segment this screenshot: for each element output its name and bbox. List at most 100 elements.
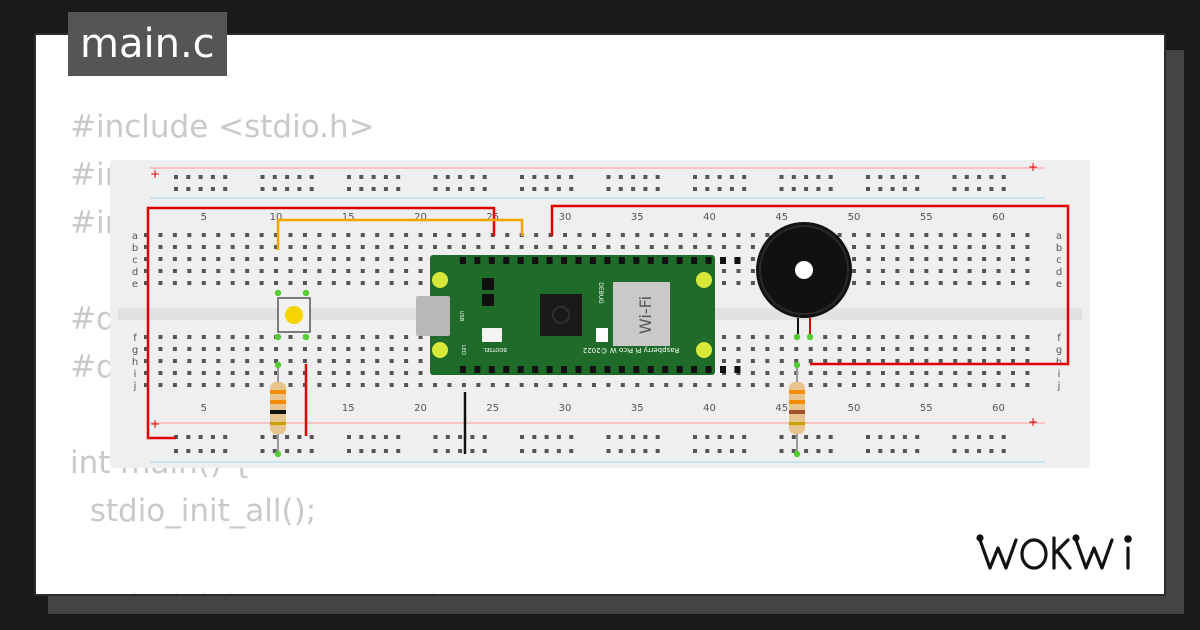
rail-hole[interactable]: [890, 187, 895, 191]
breadboard-hole[interactable]: [924, 269, 929, 273]
rail-hole[interactable]: [186, 449, 191, 453]
rail-hole[interactable]: [804, 449, 809, 453]
raspberry-pi-pico-w[interactable]: Wi-Fi Raspberry Pi Pico W ©2022 DEBUG BO…: [416, 255, 741, 375]
rail-hole[interactable]: [260, 435, 265, 439]
breadboard-hole[interactable]: [693, 245, 698, 249]
breadboard-hole[interactable]: [707, 383, 712, 387]
breadboard-hole[interactable]: [331, 245, 336, 249]
breadboard-hole[interactable]: [404, 281, 409, 285]
breadboard-hole[interactable]: [866, 269, 871, 273]
breadboard-hole[interactable]: [837, 347, 842, 351]
breadboard-hole[interactable]: [447, 245, 452, 249]
breadboard-hole[interactable]: [938, 371, 943, 375]
rail-hole[interactable]: [309, 449, 314, 453]
rail-hole[interactable]: [347, 435, 351, 439]
rail-hole[interactable]: [482, 449, 487, 453]
breadboard-hole[interactable]: [794, 359, 799, 363]
breadboard-hole[interactable]: [172, 335, 177, 339]
breadboard-hole[interactable]: [404, 245, 409, 249]
breadboard-hole[interactable]: [577, 383, 582, 387]
breadboard-hole[interactable]: [288, 269, 293, 273]
breadboard-hole[interactable]: [201, 335, 206, 339]
breadboard-hole[interactable]: [880, 371, 885, 375]
breadboard-hole[interactable]: [823, 383, 828, 387]
rail-hole[interactable]: [1001, 187, 1006, 191]
breadboard-hole[interactable]: [620, 233, 625, 237]
breadboard-hole[interactable]: [765, 233, 770, 237]
breadboard-hole[interactable]: [938, 281, 943, 285]
rail-hole[interactable]: [729, 435, 734, 439]
breadboard-hole[interactable]: [895, 359, 900, 363]
breadboard-hole[interactable]: [895, 257, 900, 261]
rail-hole[interactable]: [779, 435, 784, 439]
breadboard-hole[interactable]: [418, 359, 423, 363]
breadboard-hole[interactable]: [360, 245, 365, 249]
rail-hole[interactable]: [989, 449, 994, 453]
rail-hole[interactable]: [532, 187, 537, 191]
rail-hole[interactable]: [816, 187, 821, 191]
breadboard-hole[interactable]: [375, 383, 380, 387]
breadboard-hole[interactable]: [823, 371, 828, 375]
breadboard-hole[interactable]: [447, 383, 452, 387]
breadboard-hole[interactable]: [317, 347, 322, 351]
breadboard-hole[interactable]: [418, 335, 423, 339]
breadboard-hole[interactable]: [331, 371, 336, 375]
breadboard-hole[interactable]: [895, 371, 900, 375]
rail-hole[interactable]: [285, 187, 290, 191]
breadboard-hole[interactable]: [924, 281, 929, 285]
breadboard-hole[interactable]: [331, 383, 336, 387]
breadboard-hole[interactable]: [548, 245, 553, 249]
rail-hole[interactable]: [285, 175, 290, 179]
rail-hole[interactable]: [260, 449, 265, 453]
breadboard-hole[interactable]: [187, 245, 192, 249]
rail-hole[interactable]: [717, 175, 722, 179]
breadboard-hole[interactable]: [750, 383, 755, 387]
rail-hole[interactable]: [989, 175, 994, 179]
breadboard-hole[interactable]: [880, 281, 885, 285]
breadboard-hole[interactable]: [866, 383, 871, 387]
rail-hole[interactable]: [359, 175, 364, 179]
breadboard-hole[interactable]: [375, 347, 380, 351]
breadboard-hole[interactable]: [331, 359, 336, 363]
rail-hole[interactable]: [482, 187, 487, 191]
rail-hole[interactable]: [371, 449, 376, 453]
breadboard-hole[interactable]: [938, 257, 943, 261]
rail-hole[interactable]: [643, 187, 648, 191]
breadboard-hole[interactable]: [216, 233, 221, 237]
pushbutton[interactable]: [277, 297, 311, 333]
breadboard-hole[interactable]: [1025, 281, 1030, 285]
breadboard-hole[interactable]: [794, 347, 799, 351]
breadboard-hole[interactable]: [563, 245, 568, 249]
rail-hole[interactable]: [223, 175, 228, 179]
rail-hole[interactable]: [655, 187, 660, 191]
breadboard-hole[interactable]: [750, 245, 755, 249]
breadboard-hole[interactable]: [331, 347, 336, 351]
rail-hole[interactable]: [569, 449, 574, 453]
breadboard-hole[interactable]: [808, 383, 813, 387]
rail-hole[interactable]: [383, 449, 388, 453]
breadboard-hole[interactable]: [750, 281, 755, 285]
breadboard-hole[interactable]: [158, 383, 163, 387]
rail-hole[interactable]: [804, 187, 809, 191]
breadboard-hole[interactable]: [375, 257, 380, 261]
rail-hole[interactable]: [260, 175, 265, 179]
breadboard-hole[interactable]: [895, 233, 900, 237]
breadboard-hole[interactable]: [172, 359, 177, 363]
breadboard-hole[interactable]: [736, 359, 741, 363]
breadboard-hole[interactable]: [1011, 281, 1015, 285]
breadboard-hole[interactable]: [967, 245, 972, 249]
breadboard-hole[interactable]: [577, 233, 582, 237]
breadboard-hole[interactable]: [635, 233, 640, 237]
breadboard-hole[interactable]: [172, 245, 177, 249]
rail-hole[interactable]: [902, 449, 907, 453]
breadboard-hole[interactable]: [866, 347, 871, 351]
rail-hole[interactable]: [729, 449, 734, 453]
breadboard-hole[interactable]: [288, 383, 293, 387]
breadboard-hole[interactable]: [404, 383, 409, 387]
breadboard-hole[interactable]: [953, 281, 958, 285]
breadboard-hole[interactable]: [866, 281, 871, 285]
breadboard-hole[interactable]: [563, 383, 568, 387]
breadboard-hole[interactable]: [852, 233, 857, 237]
breadboard-hole[interactable]: [404, 359, 409, 363]
rail-hole[interactable]: [198, 187, 203, 191]
